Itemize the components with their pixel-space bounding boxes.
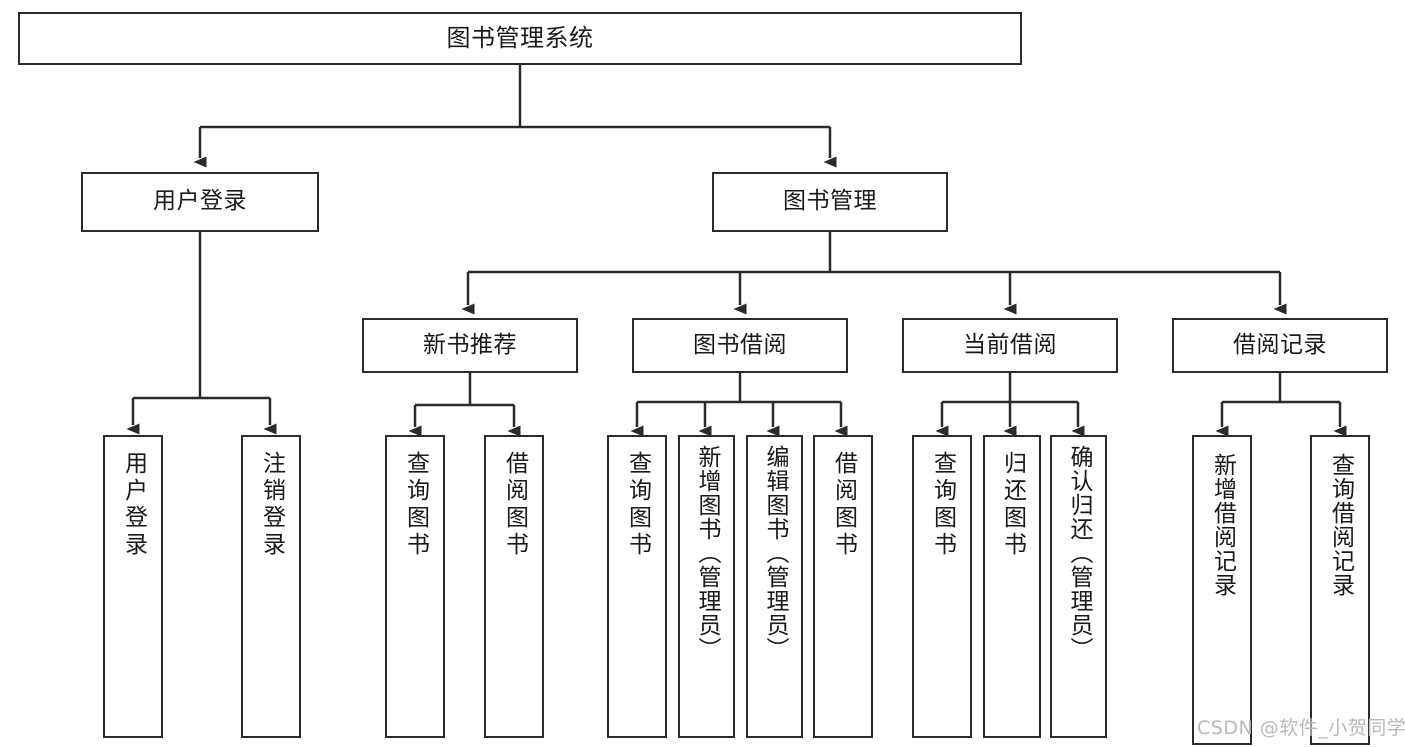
- node-root-label: 图书管理系统: [446, 24, 594, 53]
- leaf-borrow-book-borrow-label: 借阅图书: [830, 451, 857, 559]
- node-current-borrow-label: 当前借阅: [963, 331, 1057, 358]
- node-new-book-recommend[interactable]: 新书推荐: [362, 318, 578, 373]
- node-borrow-record[interactable]: 借阅记录: [1172, 318, 1388, 373]
- node-borrow-record-label: 借阅记录: [1233, 331, 1327, 358]
- leaf-query-book-current-label: 查询图书: [929, 451, 956, 559]
- node-user-login-label: 用户登录: [153, 188, 247, 215]
- leaf-query-book-rec[interactable]: 查询图书: [385, 435, 445, 738]
- leaf-user-logout[interactable]: 注销登录: [241, 435, 301, 738]
- node-user-login[interactable]: 用户登录: [81, 172, 319, 232]
- leaf-return-book-label: 归还图书: [999, 451, 1026, 559]
- leaf-user-login[interactable]: 用户登录: [103, 435, 163, 738]
- leaf-add-borrow-record[interactable]: 新增借阅记录: [1192, 435, 1252, 745]
- leaf-query-borrow-record[interactable]: 查询借阅记录: [1310, 435, 1370, 745]
- leaf-edit-book-admin[interactable]: 编辑图书（管理员）: [746, 435, 803, 738]
- csdn-watermark: CSDN @软件_小贺同学: [1197, 717, 1405, 739]
- node-book-borrow-label: 图书借阅: [693, 331, 787, 358]
- leaf-user-logout-label: 注销登录: [258, 451, 285, 559]
- leaf-query-book-borrow[interactable]: 查询图书: [607, 435, 667, 738]
- leaf-return-book[interactable]: 归还图书: [983, 435, 1041, 738]
- leaf-query-book-rec-label: 查询图书: [402, 451, 429, 559]
- node-new-book-recommend-label: 新书推荐: [423, 331, 517, 358]
- node-book-management[interactable]: 图书管理: [712, 172, 948, 232]
- leaf-query-borrow-record-label: 查询借阅记录: [1327, 453, 1354, 597]
- leaf-user-login-label: 用户登录: [120, 451, 147, 559]
- leaf-confirm-return-admin[interactable]: 确认归还（管理员）: [1050, 435, 1107, 738]
- node-root[interactable]: 图书管理系统: [18, 12, 1022, 65]
- node-book-management-label: 图书管理: [783, 188, 877, 215]
- node-current-borrow[interactable]: 当前借阅: [902, 318, 1118, 373]
- leaf-add-borrow-record-label: 新增借阅记录: [1209, 453, 1236, 597]
- leaf-add-book-admin-label: 新增图书（管理员）: [694, 445, 720, 661]
- leaf-query-book-borrow-label: 查询图书: [624, 451, 651, 559]
- leaf-borrow-book-rec-label: 借阅图书: [501, 451, 528, 559]
- leaf-edit-book-admin-label: 编辑图书（管理员）: [762, 445, 788, 661]
- leaf-borrow-book-borrow[interactable]: 借阅图书: [813, 435, 873, 738]
- leaf-borrow-book-rec[interactable]: 借阅图书: [484, 435, 544, 738]
- leaf-query-book-current[interactable]: 查询图书: [912, 435, 972, 738]
- node-book-borrow[interactable]: 图书借阅: [632, 318, 848, 373]
- leaf-confirm-return-admin-label: 确认归还（管理员）: [1066, 445, 1092, 661]
- leaf-add-book-admin[interactable]: 新增图书（管理员）: [678, 435, 735, 738]
